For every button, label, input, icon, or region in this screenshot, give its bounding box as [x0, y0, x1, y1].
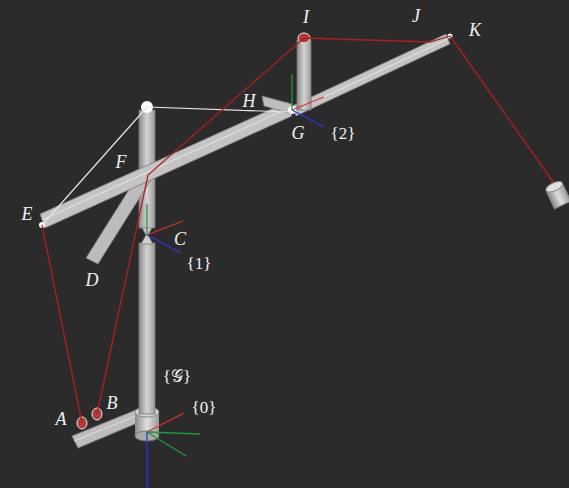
point-label: I [301, 8, 311, 26]
frame-label: {0} [190, 399, 219, 416]
point-label: E [20, 205, 35, 223]
point-label: C [172, 230, 188, 248]
point-label: K [467, 21, 483, 39]
frame-label: {1} [185, 255, 214, 272]
point-label: B [105, 394, 120, 412]
point-label: J [410, 7, 422, 25]
point-label: D [84, 271, 101, 289]
point-label: G [290, 124, 307, 142]
point-label: F [114, 153, 129, 171]
frame-label: {𝒢} [161, 368, 193, 385]
frame-label: {2} [329, 125, 358, 142]
point-label: H [241, 92, 258, 110]
point-label: A [54, 410, 69, 428]
